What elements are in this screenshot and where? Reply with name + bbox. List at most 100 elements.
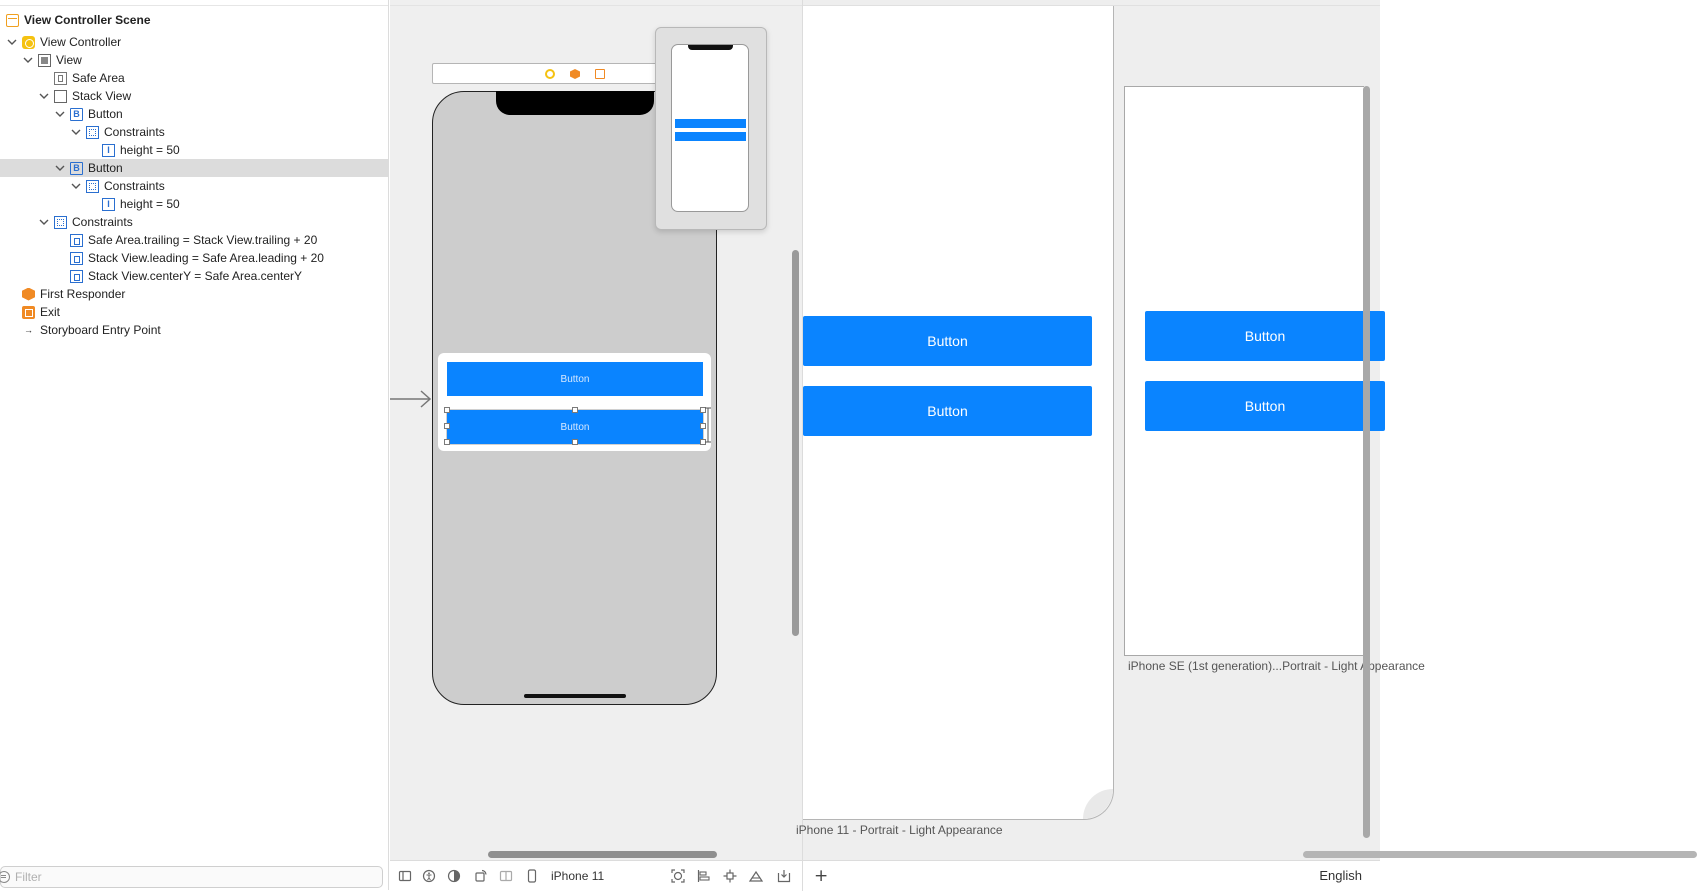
chevron-down-icon[interactable]	[70, 126, 82, 138]
embed-in-icon[interactable]	[777, 869, 791, 883]
text-caret-icon	[705, 407, 711, 443]
horizontal-scrollbar[interactable]	[488, 851, 717, 858]
outline-row-scene[interactable]: View Controller Scene	[0, 11, 389, 29]
resize-handle[interactable]	[700, 423, 706, 429]
mini-button	[675, 119, 746, 128]
height-constraint-icon: I	[102, 197, 115, 211]
trailing-constraint-icon	[70, 233, 83, 247]
height-constraint-icon: I	[102, 143, 115, 157]
filter-bar	[0, 866, 384, 888]
outline-row-entry-point[interactable]: → Storyboard Entry Point	[0, 321, 389, 339]
outline-row-constraints[interactable]: Constraints	[0, 177, 389, 195]
home-indicator	[524, 694, 626, 698]
chevron-down-icon[interactable]	[54, 162, 66, 174]
zoom-to-fit-icon[interactable]	[671, 869, 685, 883]
preview-button: Button	[1145, 381, 1385, 431]
outline-row-label: Stack View.leading = Safe Area.leading +…	[88, 251, 324, 265]
outline-row-trailing-constraint[interactable]: Safe Area.trailing = Stack View.trailing…	[0, 231, 389, 249]
chevron-down-icon[interactable]	[38, 90, 50, 102]
chevron-down-icon[interactable]	[6, 36, 18, 48]
resolve-issues-icon[interactable]	[748, 869, 764, 883]
scene-thumbnail-popover	[655, 27, 767, 230]
add-constraints-icon[interactable]	[723, 869, 737, 883]
outline-row-label: height = 50	[120, 197, 180, 211]
chevron-down-icon[interactable]	[70, 180, 82, 192]
view-icon	[38, 53, 51, 67]
outline-row-label: Storyboard Entry Point	[40, 323, 161, 337]
outline-row-label: Button	[88, 107, 123, 121]
first-responder-icon	[22, 287, 35, 301]
device-preview-label-text: iPhone 11 - Portrait - Light Appearance	[796, 823, 1003, 837]
horizontal-scrollbar[interactable]	[1303, 851, 1697, 858]
storyboard-canvas[interactable]: Button Button Button	[390, 0, 1697, 860]
outline-row-exit[interactable]: Exit	[0, 303, 389, 321]
leading-constraint-icon	[70, 251, 83, 265]
device-preview-label: iPhone 11 - Portrait - Light Appearance	[796, 823, 1003, 837]
outline-row-stack-view[interactable]: Stack View	[0, 87, 389, 105]
mini-phone-preview	[671, 44, 749, 212]
outline-row-button-1[interactable]: B Button	[0, 105, 389, 123]
appearance-icon[interactable]	[447, 869, 461, 883]
button-icon: B	[70, 107, 83, 121]
view-controller-icon[interactable]	[545, 69, 555, 79]
outline-row-label: View Controller	[40, 35, 122, 49]
outline-row-label: Safe Area	[72, 71, 125, 85]
outline-row-label: First Responder	[40, 287, 126, 301]
filter-input[interactable]	[0, 866, 383, 888]
vertical-scrollbar[interactable]	[1363, 86, 1370, 838]
first-responder-icon[interactable]	[570, 69, 580, 79]
chevron-down-icon[interactable]	[54, 108, 66, 120]
outline-row-button-2[interactable]: B Button	[0, 159, 389, 177]
outline-row-centery-constraint[interactable]: Stack View.centerY = Safe Area.centerY	[0, 267, 389, 285]
device-selector[interactable]: iPhone 11	[551, 869, 605, 883]
add-variation-button[interactable]: +	[814, 866, 829, 886]
outline-row-leading-constraint[interactable]: Stack View.leading = Safe Area.leading +…	[0, 249, 389, 267]
resize-handle[interactable]	[444, 407, 450, 413]
outline-row-first-responder[interactable]: First Responder	[0, 285, 389, 303]
language-selector[interactable]: English	[1319, 868, 1362, 883]
outline-row-height-constraint[interactable]: I height = 50	[0, 195, 389, 213]
outline-row-label: View Controller Scene	[24, 13, 151, 27]
selected-button[interactable]: Button	[446, 409, 704, 445]
resize-handle[interactable]	[700, 407, 706, 413]
entry-point-arrow-icon[interactable]	[390, 388, 434, 410]
chevron-down-icon[interactable]	[22, 54, 34, 66]
outline-row-view-controller[interactable]: View Controller	[0, 33, 389, 51]
orientation-icon[interactable]	[474, 869, 488, 883]
resize-handle[interactable]	[444, 423, 450, 429]
outline-row-label: Exit	[40, 305, 61, 319]
scene-icon	[6, 13, 19, 27]
chevron-down-icon[interactable]	[38, 216, 50, 228]
exit-icon[interactable]	[595, 69, 605, 79]
outline-row-label: Constraints	[104, 179, 165, 193]
outline-row-view[interactable]: View	[0, 51, 389, 69]
button-icon: B	[70, 161, 83, 175]
resize-handle[interactable]	[572, 439, 578, 445]
outline-row-constraints[interactable]: Constraints	[0, 123, 389, 141]
constraints-icon	[86, 125, 99, 139]
split-view-icon[interactable]	[499, 869, 513, 883]
stack-view[interactable]: Button Button	[438, 353, 711, 451]
constraints-icon	[86, 179, 99, 193]
accessibility-icon[interactable]	[422, 869, 436, 883]
device-preview-area: Button Button iPhone 11 - Portrait - Lig…	[796, 0, 1697, 860]
resize-handle[interactable]	[572, 407, 578, 413]
view-controller-icon	[22, 35, 35, 49]
outline-row-label: Stack View	[72, 89, 132, 103]
outline-row-safe-area[interactable]: Safe Area	[0, 69, 389, 87]
document-outline: View Controller Scene View Controller Vi…	[0, 0, 389, 890]
device-icon[interactable]	[525, 869, 539, 883]
toggle-outline-icon[interactable]	[398, 869, 412, 883]
device-notch	[688, 45, 733, 50]
iphone-frame[interactable]: Button Button	[432, 91, 717, 705]
outline-row-height-constraint[interactable]: I height = 50	[0, 141, 389, 159]
filter-icon[interactable]	[0, 871, 10, 883]
resize-handle[interactable]	[444, 439, 450, 445]
preview-button: Button	[803, 316, 1092, 366]
scene-dock[interactable]	[432, 63, 658, 84]
vertical-scrollbar[interactable]	[792, 250, 799, 636]
button[interactable]: Button	[447, 362, 703, 396]
align-icon[interactable]	[697, 869, 711, 883]
arrow-right-icon: →	[24, 325, 33, 335]
outline-row-constraints[interactable]: Constraints	[0, 213, 389, 231]
